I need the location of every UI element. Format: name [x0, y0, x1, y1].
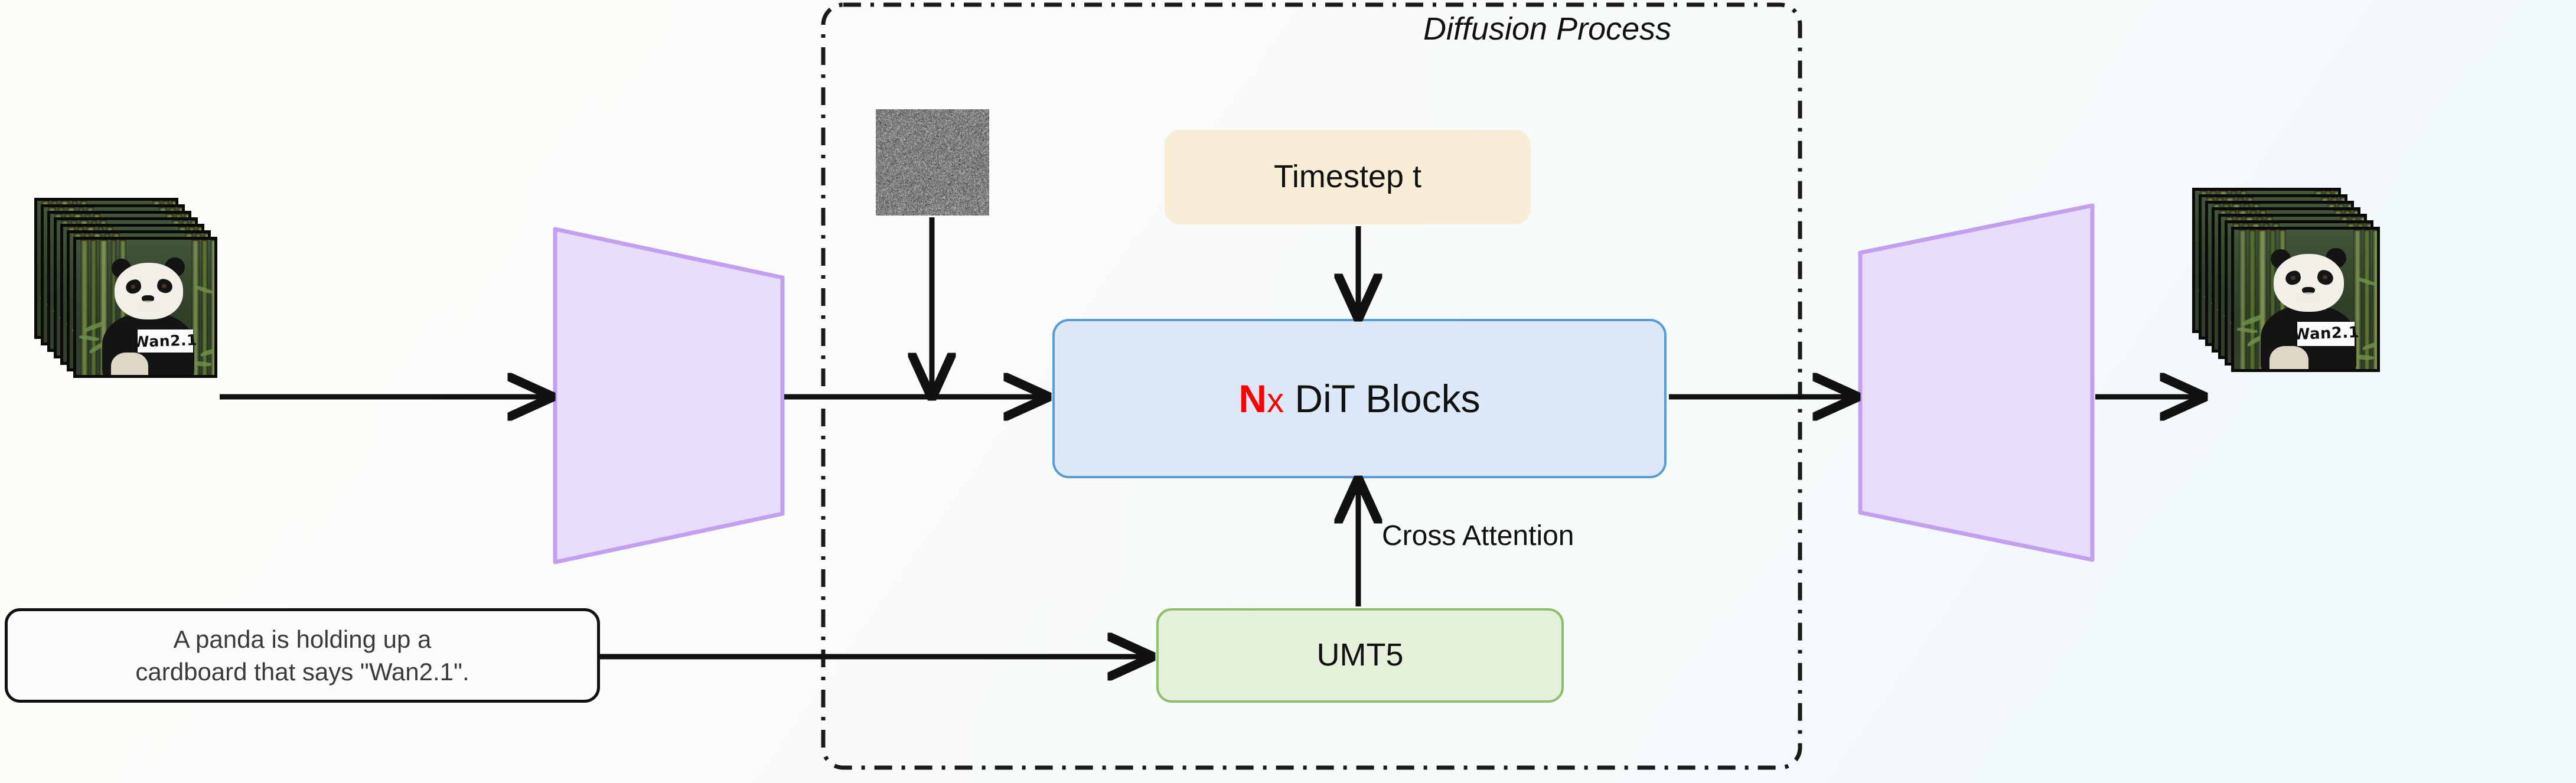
sign-text: Wan2.1	[2293, 324, 2359, 344]
panda-photo: Wan2.1	[2234, 230, 2377, 369]
panda-light-part	[2270, 346, 2308, 372]
bamboo-stalk	[2249, 230, 2255, 369]
output-video-frames: Wan2.1Wan2.1Wan2.1Wan2.1Wan2.1Wan2.1Wan2…	[2192, 188, 2380, 372]
bamboo-stalk	[2239, 230, 2247, 369]
bamboo-stalk	[80, 240, 88, 375]
video-frame: Wan2.1	[2231, 227, 2380, 372]
video-frame: Wan2.1	[73, 237, 217, 378]
panda-light-part	[162, 284, 166, 288]
bamboo-stalk	[90, 240, 97, 375]
panda-light-part	[2323, 275, 2327, 279]
diffusion-process-frame	[823, 5, 1800, 768]
panda-light-part	[131, 285, 135, 289]
cardboard-sign: Wan2.1	[138, 329, 193, 353]
panda-photo: Wan2.1	[76, 240, 214, 375]
panda-light-part	[2297, 292, 2320, 304]
cardboard-sign: Wan2.1	[2297, 322, 2355, 346]
wan-encoder-shape[interactable]	[555, 229, 782, 562]
bamboo-stalk	[2372, 230, 2380, 369]
input-video-frames: Wan2.1Wan2.1Wan2.1Wan2.1Wan2.1Wan2.1Wan2…	[34, 198, 217, 378]
bamboo-stalk	[210, 240, 217, 375]
sign-text: Wan2.1	[133, 331, 198, 351]
panda-light-part	[111, 353, 148, 378]
panda-light-part	[2291, 276, 2295, 280]
panda-light-part	[136, 301, 159, 312]
wan-decoder-shape[interactable]	[1860, 205, 2092, 560]
